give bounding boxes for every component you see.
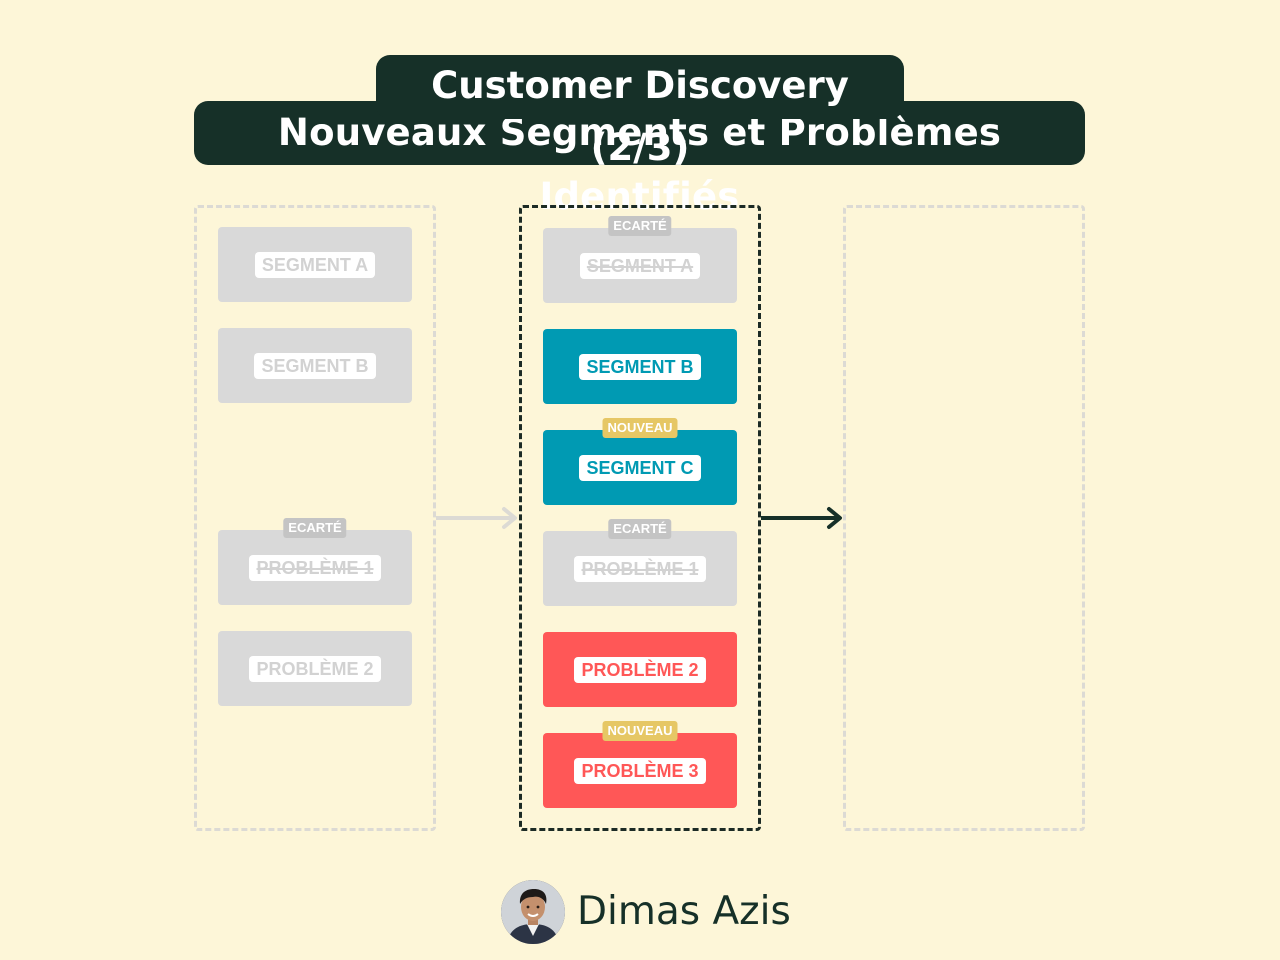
card-label: SEGMENT A	[255, 252, 375, 278]
column-next	[843, 205, 1085, 831]
card-label: SEGMENT A	[580, 253, 700, 279]
title-line-1: Customer Discovery (2/3)	[376, 55, 904, 119]
card-probleme-1-previous: ECARTÉ PROBLÈME 1	[218, 530, 412, 605]
card-label: PROBLÈME 1	[574, 556, 705, 582]
card-label: SEGMENT B	[579, 354, 700, 380]
card-label: PROBLÈME 1	[249, 555, 380, 581]
card-segment-a-previous: SEGMENT A	[218, 227, 412, 302]
card-label: PROBLÈME 2	[249, 656, 380, 682]
card-label: PROBLÈME 3	[574, 758, 705, 784]
arrow-right-icon	[761, 506, 845, 530]
badge-ecarte: ECARTÉ	[608, 519, 671, 539]
card-probleme-2-previous: PROBLÈME 2	[218, 631, 412, 706]
card-segment-b-current: SEGMENT B	[543, 329, 737, 404]
avatar-photo-icon	[501, 880, 565, 944]
card-segment-a-current: ECARTÉ SEGMENT A	[543, 228, 737, 303]
card-label: SEGMENT C	[579, 455, 700, 481]
card-segment-c-current: NOUVEAU SEGMENT C	[543, 430, 737, 505]
card-probleme-1-current: ECARTÉ PROBLÈME 1	[543, 531, 737, 606]
badge-nouveau: NOUVEAU	[602, 721, 677, 741]
card-probleme-3-current: NOUVEAU PROBLÈME 3	[543, 733, 737, 808]
badge-ecarte: ECARTÉ	[283, 518, 346, 538]
card-label: PROBLÈME 2	[574, 657, 705, 683]
author-name: Dimas Azis	[577, 888, 791, 936]
avatar	[501, 880, 565, 944]
arrow-right-faded-icon	[436, 506, 520, 530]
badge-nouveau: NOUVEAU	[602, 418, 677, 438]
card-probleme-2-current: PROBLÈME 2	[543, 632, 737, 707]
card-segment-b-previous: SEGMENT B	[218, 328, 412, 403]
card-label: SEGMENT B	[254, 353, 375, 379]
badge-ecarte: ECARTÉ	[608, 216, 671, 236]
